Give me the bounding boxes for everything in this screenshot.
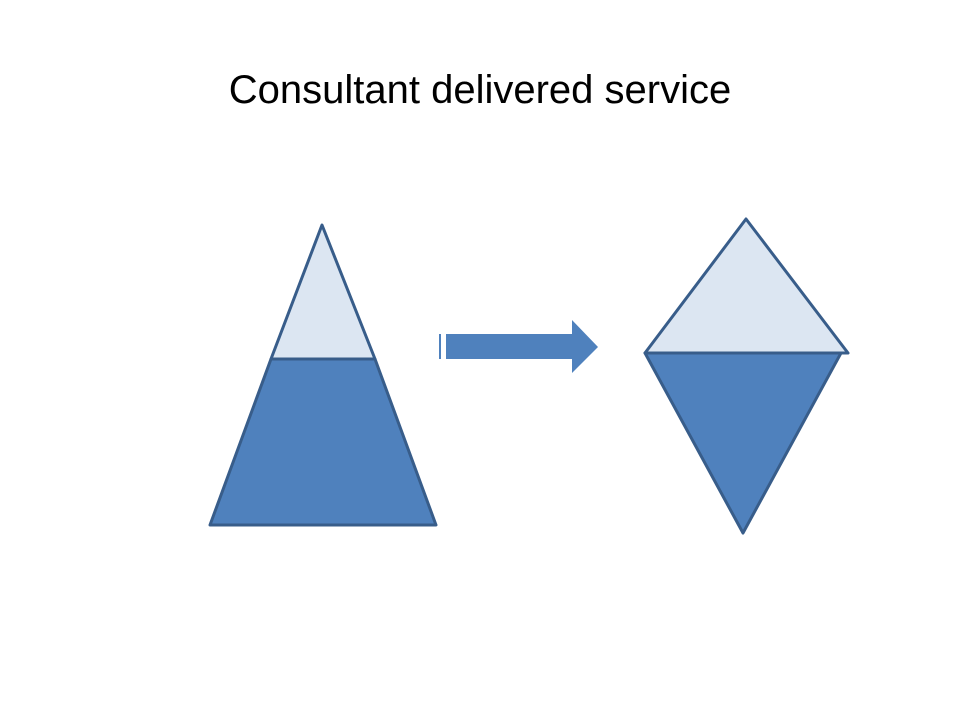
diamond-top-section [643,217,850,355]
pyramid-top-section [269,223,377,361]
diamond-shape [643,217,850,535]
diamond-bottom-section [643,351,843,535]
pyramid-bottom-section [208,357,438,527]
slide-title: Consultant delivered service [228,68,732,112]
pyramid-shape [208,223,438,527]
arrow-tail-mark [439,334,441,359]
transition-arrow [439,320,598,373]
arrow-body [446,320,598,373]
